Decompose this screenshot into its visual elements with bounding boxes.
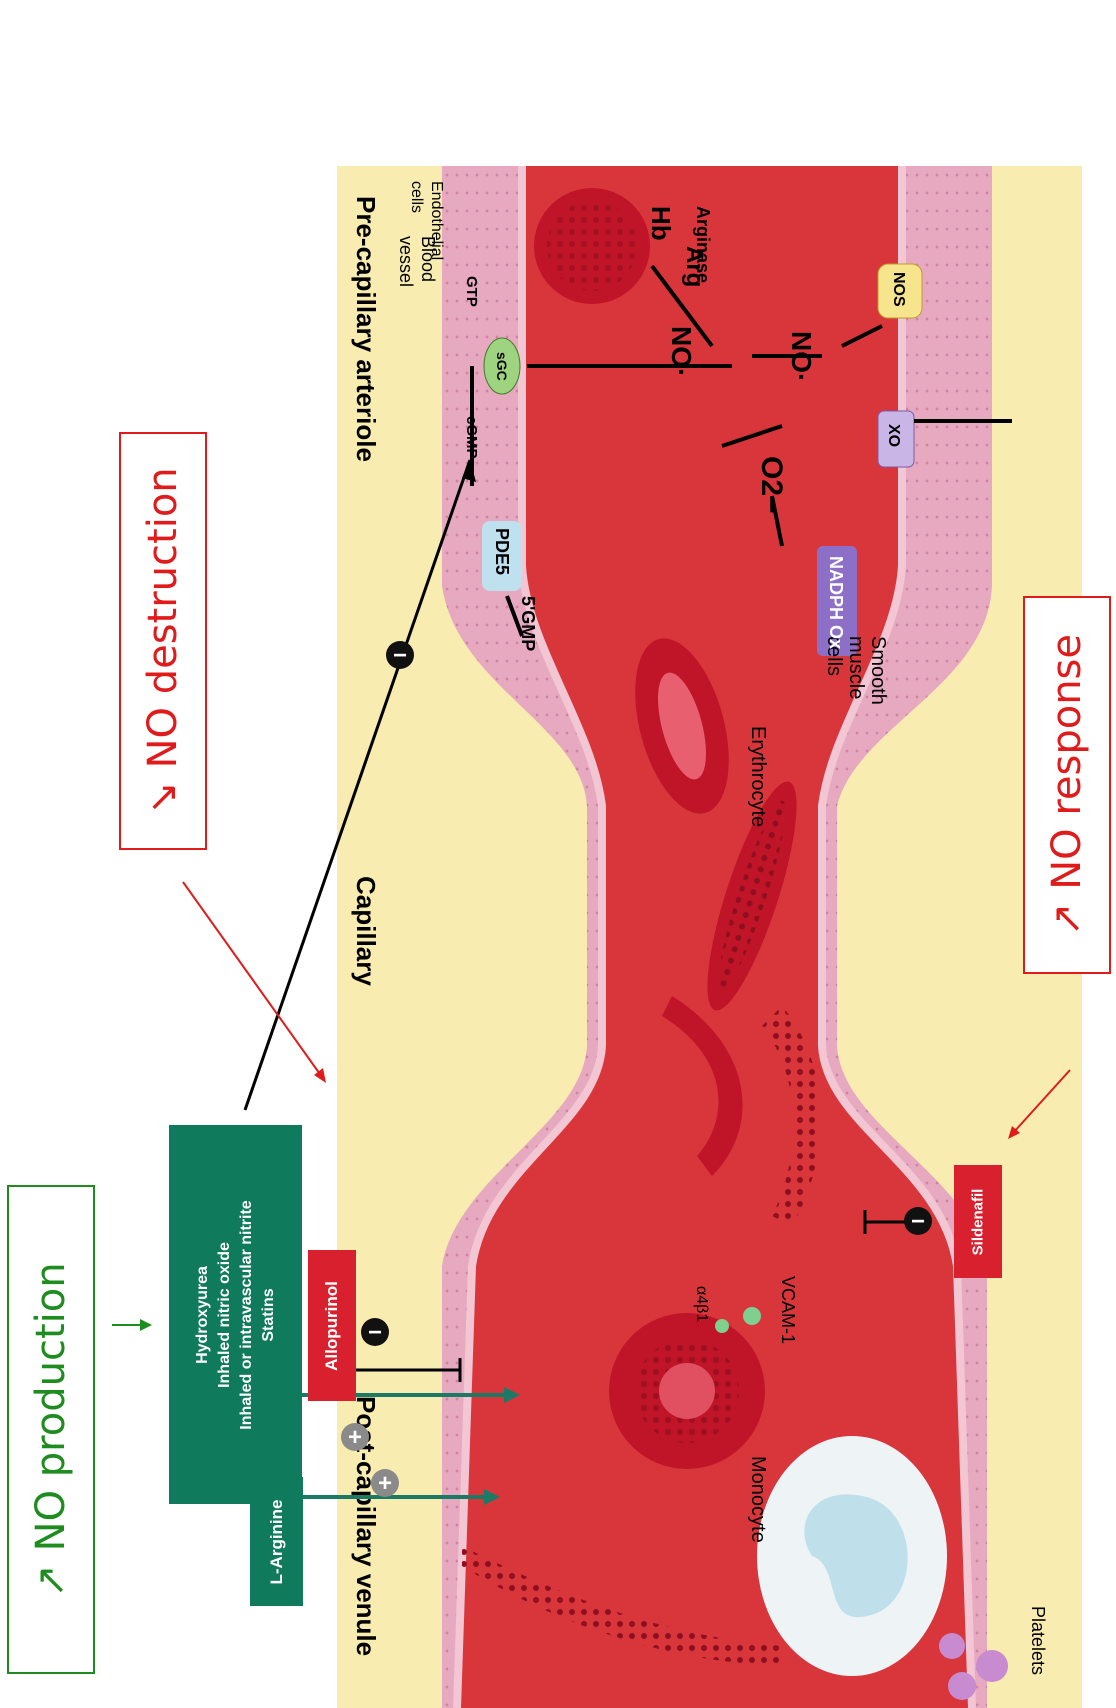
l-arginine-label: L-Arginine: [267, 1499, 287, 1584]
production-text: NO production: [28, 1262, 74, 1551]
hu-line-3: Inhaled or intravascular nitrite: [236, 1200, 258, 1429]
hu-line-1: Hydroxyurea: [192, 1200, 214, 1429]
destruction-arrow: [183, 882, 322, 1077]
annotation-no-response: ↗ NO response: [1023, 596, 1111, 974]
svg-text:+: +: [378, 1470, 392, 1497]
svg-text:−: −: [911, 1208, 925, 1235]
l-arginine-box: L-Arginine: [250, 1477, 303, 1606]
response-arrow-glyph: ↗: [1044, 903, 1090, 937]
annotation-no-destruction: ↘ NO destruction: [119, 432, 207, 850]
svg-text:−: −: [368, 1319, 382, 1346]
hu-line-4: Statins: [258, 1200, 280, 1429]
hydroxyurea-box: Hydroxyurea Inhaled nitric oxide Inhaled…: [169, 1125, 302, 1504]
production-arrow-glyph: ↗: [28, 1564, 74, 1598]
response-text: NO response: [1044, 634, 1090, 890]
response-arrow: [1013, 1070, 1070, 1133]
destruction-arrow-glyph: ↘: [140, 781, 186, 815]
vcam-inhibit-arrow: [245, 460, 470, 1110]
sildenafil-box: Sildenafil: [954, 1165, 1002, 1278]
svg-text:+: +: [348, 1424, 362, 1451]
allopurinol-label: Allopurinol: [322, 1281, 342, 1371]
annotation-no-production: ↗ NO production: [7, 1185, 95, 1674]
hu-line-2: Inhaled nitric oxide: [214, 1200, 236, 1429]
svg-text:−: −: [393, 642, 407, 669]
allopurinol-box: Allopurinol: [308, 1250, 356, 1401]
sildenafil-label: Sildenafil: [970, 1188, 987, 1255]
destruction-text: NO destruction: [140, 467, 186, 768]
